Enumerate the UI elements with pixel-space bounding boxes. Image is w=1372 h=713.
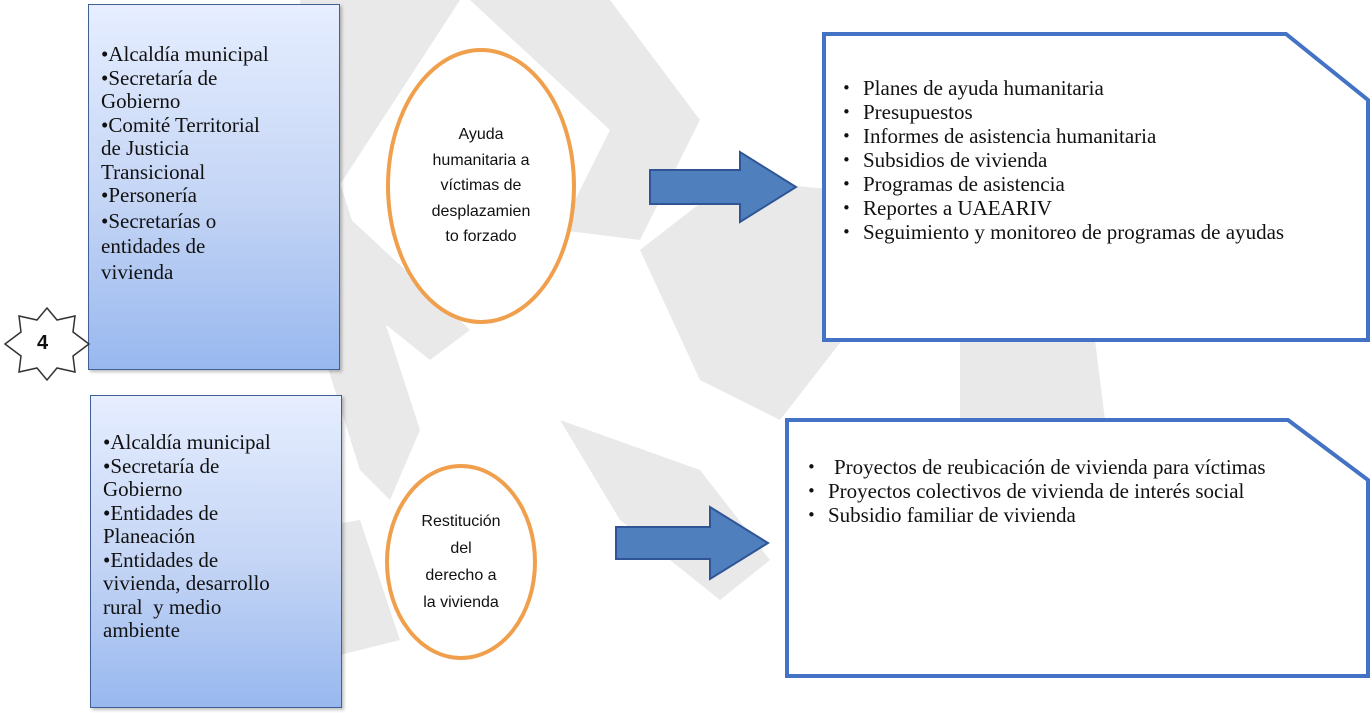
topic-line: la vivienda (423, 594, 499, 611)
list-item: Informes de asistencia humanitaria (838, 124, 1338, 148)
star-badge-icon (3, 306, 91, 382)
entity-line: •Secretaría de (103, 453, 220, 478)
arrow-right-icon (649, 150, 798, 224)
list-item: Proyectos de reubicación de vivienda par… (803, 455, 1284, 479)
arrow-right-icon (615, 505, 770, 581)
entity-line: ambiente (103, 618, 180, 642)
topic-line: Ayuda (458, 126, 504, 144)
badge-number: 4 (37, 332, 49, 354)
entities-box-1: •Alcaldía municipal •Secretaría de Gobie… (88, 4, 340, 370)
entity-line: rural y medio (103, 594, 222, 619)
topic-line: del (450, 540, 472, 557)
list-item: Seguimiento y monitoreo de programas de … (838, 220, 1333, 244)
topic-circle-1: Ayuda humanitaria a víctimas de desplaza… (386, 48, 576, 324)
topic-line: to forzado (445, 228, 517, 246)
entity-line: •Personería (101, 183, 197, 207)
entity-line: Gobierno (101, 89, 181, 113)
list-item: Subsidio familiar de vivienda (803, 503, 1283, 527)
list-item: Presupuestos (838, 100, 1338, 124)
entity-line: •Comité Territorial (101, 112, 260, 137)
topic-circle-2: Restitución del derecho a la vivienda (385, 464, 537, 660)
entity-line: de Justicia (101, 136, 190, 160)
output-list-2: Proyectos de reubicación de vivienda par… (803, 455, 1283, 527)
topic-line: Restitución (421, 513, 501, 530)
list-item: Reportes a UAEARIV (838, 196, 1338, 220)
entity-line: vivienda (101, 259, 174, 284)
entity-line: •Entidades de (103, 500, 219, 525)
entity-line: Planeación (103, 524, 196, 548)
entity-line: •Alcaldía municipal (101, 42, 269, 66)
output-list-1: Planes de ayuda humanitaria Presupuestos… (838, 76, 1338, 244)
entity-line: •Secretarías o (101, 208, 217, 233)
list-item: Programas de asistencia (838, 172, 1338, 196)
entity-line: vivienda, desarrollo (103, 571, 270, 595)
entity-line: •Alcaldía municipal (103, 430, 271, 454)
entity-line: entidades de (101, 234, 206, 258)
entity-line: •Entidades de (103, 547, 219, 572)
entity-line: Transicional (101, 159, 206, 184)
list-item: Subsidios de vivienda (838, 148, 1338, 172)
topic-line: humanitaria a (432, 151, 530, 169)
list-item: Proyectos colectivos de vivienda de inte… (803, 479, 1288, 503)
entity-line: Gobierno (103, 477, 183, 501)
topic-line: desplazamien (431, 202, 531, 220)
entity-line: •Secretaría de (101, 65, 218, 90)
topic-line: derecho a (425, 567, 497, 584)
entities-box-2: •Alcaldía municipal •Secretaría de Gobie… (90, 395, 342, 708)
topic-line: víctimas de (440, 177, 522, 195)
list-item: Planes de ayuda humanitaria (838, 76, 1338, 100)
